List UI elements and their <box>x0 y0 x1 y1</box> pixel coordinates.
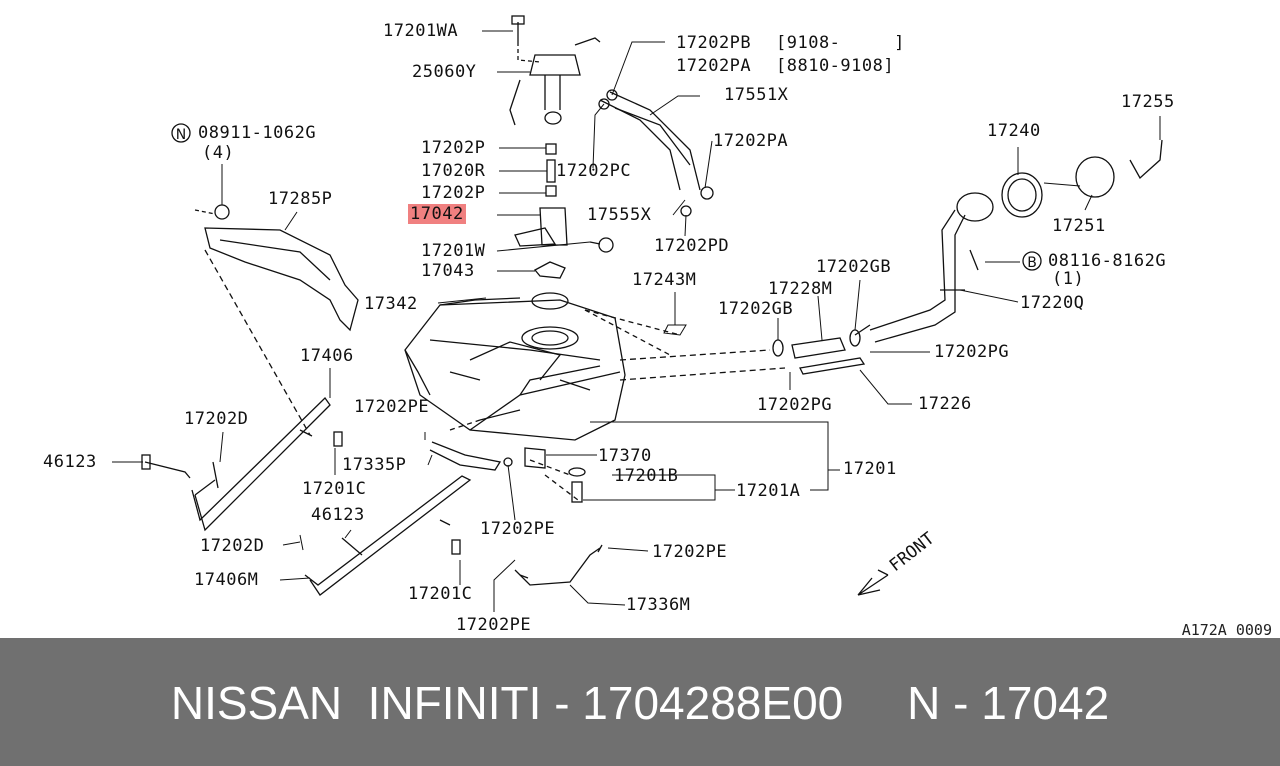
tank-straps <box>191 249 472 596</box>
label-17551x: 17551X <box>724 85 789 105</box>
label-17202pe-d: 17202PE <box>456 615 532 635</box>
front-arrow-icon <box>857 569 889 596</box>
label-46123-a: 46123 <box>43 452 97 472</box>
label-17202d-b: 17202D <box>200 536 265 556</box>
footer-bar <box>0 638 1280 766</box>
label-08116-qty: (1) <box>1052 269 1085 289</box>
label-17202gb-a: 17202GB <box>816 257 892 277</box>
label-08911: 08911-1062G <box>198 123 317 143</box>
label-17201c-b: 17201C <box>408 584 473 604</box>
pump-small-parts <box>514 143 614 279</box>
label-17202pd: 17202PD <box>654 236 730 256</box>
front-label: FRONT <box>886 529 939 576</box>
label-17043: 17043 <box>421 261 475 281</box>
label-17240: 17240 <box>987 121 1041 141</box>
label-17201a: 17201A <box>736 481 801 501</box>
label-17020r: 17020R <box>421 161 486 181</box>
label-17202pe-b: 17202PE <box>480 519 556 539</box>
label-17202pe-c: 17202PE <box>652 542 728 562</box>
label-08116: 08116-8162G <box>1048 251 1167 271</box>
label-17202pa-mid: 17202PA <box>713 131 789 151</box>
lower-hoses <box>429 441 603 586</box>
label-17202p-a: 17202P <box>421 138 486 158</box>
b-symbol-circle <box>1022 251 1042 271</box>
filler-hose <box>598 89 714 217</box>
label-17201wa: 17201WA <box>383 21 459 41</box>
pump-assembly <box>509 15 601 126</box>
label-17201b: 17201B <box>614 466 679 486</box>
label-17202d-a: 17202D <box>184 409 249 429</box>
label-17255: 17255 <box>1121 92 1175 112</box>
footer-part-number: NISSAN INFINITI - 1704288E00 N - 17042 <box>170 677 1110 729</box>
label-17406m: 17406M <box>194 570 259 590</box>
label-17042-highlighted: 17042 <box>408 204 466 224</box>
label-17202pg-b: 17202PG <box>757 395 833 415</box>
bolts <box>141 431 586 556</box>
label-17285p: 17285P <box>268 189 333 209</box>
label-17342: 17342 <box>364 294 418 314</box>
label-17202pb: 17202PB <box>676 33 752 53</box>
n-symbol-circle <box>171 123 191 143</box>
label-17201c-a: 17201C <box>302 479 367 499</box>
gasket-17342 <box>531 292 569 310</box>
label-17336m: 17336M <box>626 595 691 615</box>
label-08911-qty: (4) <box>202 143 235 163</box>
b-symbol-text: B <box>1027 255 1037 271</box>
bracket-17285p <box>194 204 359 332</box>
label-17202gb-b: 17202GB <box>718 299 794 319</box>
parts-diagram: N B FRONT <box>112 15 1163 612</box>
dashed-links <box>449 309 681 501</box>
filler-neck <box>854 139 1163 343</box>
label-17226: 17226 <box>918 394 972 414</box>
label-25060y: 25060Y <box>412 62 477 82</box>
label-17202pe-a: 17202PE <box>354 397 430 417</box>
label-17406: 17406 <box>300 346 354 366</box>
label-46123-b: 46123 <box>311 505 365 525</box>
n-symbol-text: N <box>176 127 186 143</box>
label-17370: 17370 <box>598 446 652 466</box>
label-17202pg-a: 17202PG <box>934 342 1010 362</box>
leader-lines <box>112 30 1161 612</box>
label-17251: 17251 <box>1052 216 1106 236</box>
fuel-tank <box>404 297 626 441</box>
label-17220q: 17220Q <box>1020 293 1085 313</box>
drawing-code: A172A 0009 <box>1181 621 1272 639</box>
label-17555x: 17555X <box>587 205 652 225</box>
label-17202p-b: 17202P <box>421 183 486 203</box>
label-17335p: 17335P <box>342 455 407 475</box>
label-17201: 17201 <box>843 459 897 479</box>
label-17228m: 17228M <box>768 279 833 299</box>
vent-hoses <box>619 329 866 381</box>
label-17202pb-range: [9108- ] <box>776 33 905 53</box>
label-17202pc: 17202PC <box>556 161 632 181</box>
label-17243m: 17243M <box>632 270 697 290</box>
label-17202pa-top: 17202PA <box>676 56 752 76</box>
label-17201w: 17201W <box>421 241 486 261</box>
label-17202pa-range: [8810-9108] <box>776 56 895 76</box>
